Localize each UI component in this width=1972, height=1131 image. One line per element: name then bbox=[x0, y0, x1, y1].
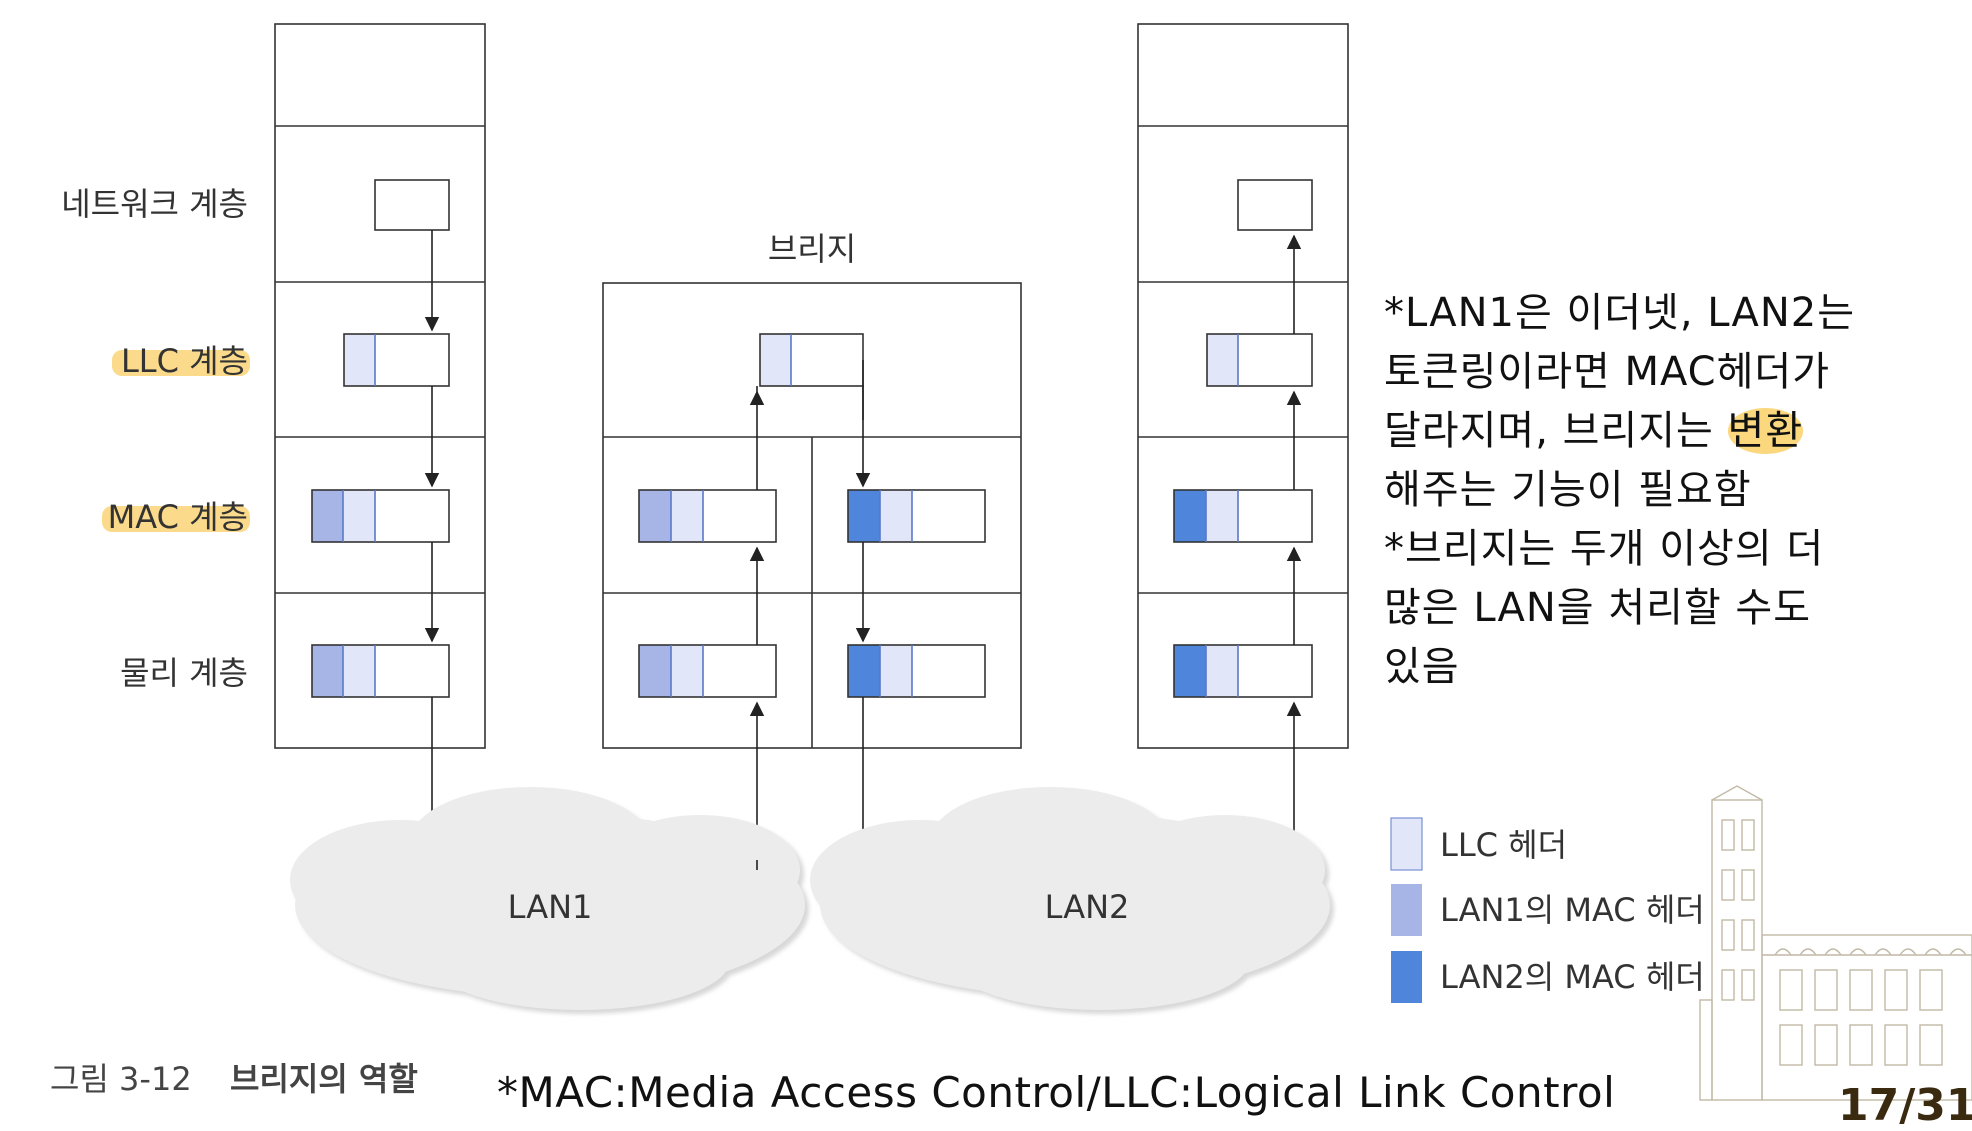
right-llc-packet bbox=[1206, 333, 1313, 387]
left-mac-packet bbox=[311, 489, 450, 543]
lan1-label: LAN1 bbox=[508, 888, 593, 926]
note-line-3: 달라지며, 브리지는 변환 bbox=[1384, 402, 1964, 461]
right-network-packet bbox=[1237, 179, 1313, 231]
bridge-lan1-mac-packet bbox=[638, 489, 777, 543]
note-line-6: 많은 LAN을 처리할 수도 bbox=[1384, 585, 1812, 631]
legend: LLC 헤더 LAN1의 MAC 헤더 LAN2의 MAC 헤더 bbox=[1390, 817, 1705, 1003]
legend-lan1-mac-swatch bbox=[1391, 884, 1422, 936]
bridge-title: 브리지 bbox=[768, 230, 856, 268]
llc-label-highlight bbox=[112, 350, 250, 376]
bridge-lan1-physical-packet bbox=[638, 644, 777, 698]
llc-layer-label: LLC 계층 bbox=[121, 342, 248, 380]
note-line-5: *브리지는 두개 이상의 더 bbox=[1384, 526, 1825, 572]
lan2-cloud bbox=[810, 787, 1334, 1014]
highlighted-word-conversion: 변환 bbox=[1727, 408, 1804, 454]
lan1-cloud bbox=[290, 787, 809, 1014]
figure-caption-title: 브리지의 역할 bbox=[230, 1060, 418, 1098]
mac-label-highlight bbox=[102, 506, 250, 532]
explanation-note: *LAN1은 이더넷, LAN2는 토큰링이라면 MAC헤더가 달라지며, 브리… bbox=[1384, 284, 1964, 697]
abbreviation-definition: *MAC:Media Access Control/LLC:Logical Li… bbox=[497, 1068, 1616, 1117]
page-number: 17/31 bbox=[1838, 1080, 1972, 1131]
note-line-4: 해주는 기능이 필요함 bbox=[1384, 467, 1752, 513]
network-layer-label: 네트워크 계층 bbox=[61, 185, 248, 223]
note-line-3a: 달라지며, 브리지는 bbox=[1384, 408, 1728, 454]
legend-llc-swatch bbox=[1390, 817, 1423, 871]
note-line-7: 있음 bbox=[1384, 644, 1460, 690]
university-building-sketch bbox=[1699, 785, 1972, 1101]
legend-llc-label: LLC 헤더 bbox=[1440, 826, 1567, 864]
bridge-lan2-mac-packet bbox=[847, 489, 986, 543]
legend-lan1-mac-label: LAN1의 MAC 헤더 bbox=[1440, 891, 1705, 929]
left-network-packet bbox=[374, 179, 450, 231]
legend-lan2-mac-swatch bbox=[1391, 951, 1422, 1003]
legend-lan2-mac-label: LAN2의 MAC 헤더 bbox=[1440, 958, 1705, 996]
left-physical-packet bbox=[311, 644, 450, 698]
bridge-arrows bbox=[749, 360, 871, 870]
note-line-2: 토큰링이라면 MAC헤더가 bbox=[1384, 349, 1831, 395]
lan2-label: LAN2 bbox=[1045, 888, 1130, 926]
bridge-llc-connector bbox=[756, 386, 758, 392]
physical-layer-label: 물리 계층 bbox=[120, 654, 248, 692]
note-line-1: *LAN1은 이더넷, LAN2는 bbox=[1384, 290, 1856, 336]
figure-caption-number: 그림 3-12 bbox=[50, 1060, 192, 1098]
mac-layer-label: MAC 계층 bbox=[108, 498, 248, 536]
left-llc-packet bbox=[343, 333, 450, 387]
right-physical-packet bbox=[1173, 644, 1313, 698]
bridge-lan2-physical-packet bbox=[847, 644, 986, 698]
right-mac-packet bbox=[1173, 489, 1313, 543]
